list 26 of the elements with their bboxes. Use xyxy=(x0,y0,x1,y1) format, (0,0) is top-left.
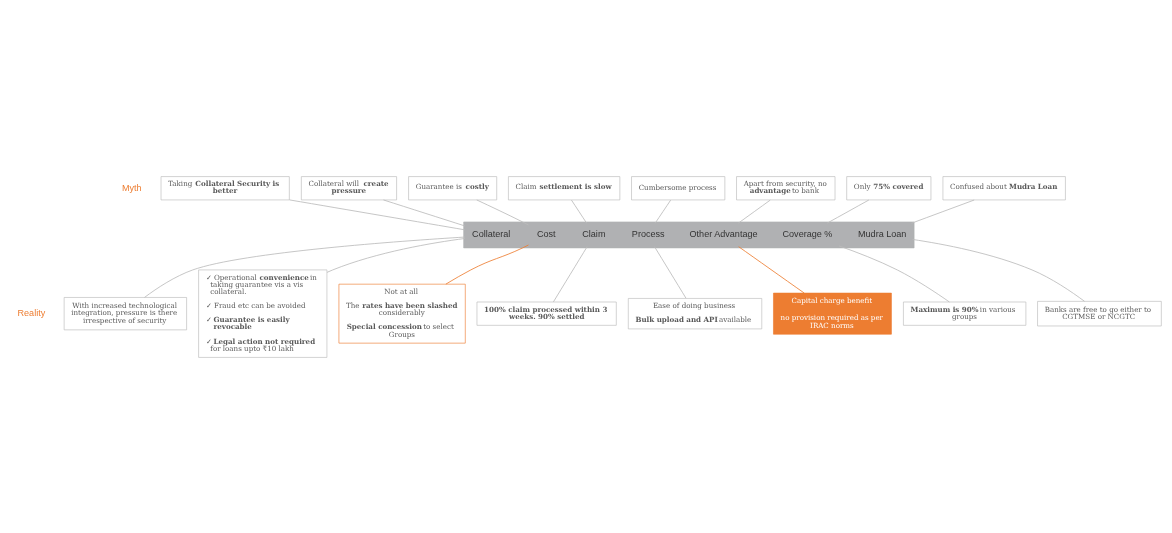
node-text: Process xyxy=(631,228,665,239)
connector xyxy=(326,237,466,273)
node-text: Mudra Loan xyxy=(858,228,907,239)
connector xyxy=(838,245,950,302)
node-text: Collateral xyxy=(472,228,511,239)
connector xyxy=(144,236,466,298)
node-text: Coverage % xyxy=(782,228,833,239)
connector xyxy=(571,199,588,224)
node-text: Claim xyxy=(582,228,606,239)
connector xyxy=(476,199,529,225)
connector xyxy=(737,199,771,224)
connector xyxy=(654,245,687,299)
node-text: Cost xyxy=(536,228,556,239)
connector xyxy=(552,245,588,302)
connector xyxy=(826,199,870,224)
node-text: Other Advantage xyxy=(689,228,758,239)
connector xyxy=(738,245,805,294)
connector xyxy=(445,244,529,285)
connector xyxy=(911,199,975,224)
connector xyxy=(912,238,1085,302)
connector xyxy=(654,199,672,224)
label: Reality xyxy=(17,307,46,318)
connector xyxy=(289,198,466,230)
connector xyxy=(383,199,466,226)
cluster xyxy=(463,221,915,248)
label: Myth xyxy=(122,182,142,193)
